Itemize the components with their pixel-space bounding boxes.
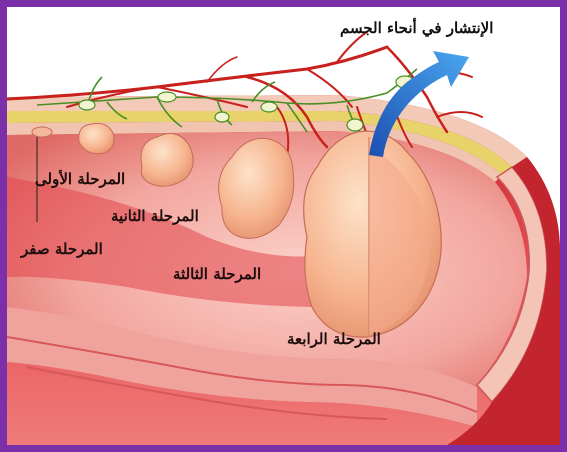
tumor-stage-1: [79, 123, 114, 153]
colon-cancer-stages-illustration: [7, 7, 560, 445]
tumor-stage-0: [32, 127, 52, 137]
tumor-stage-2: [141, 133, 193, 186]
stage-3-label: المرحلة الثالثة: [173, 265, 261, 283]
stage-2-label: المرحلة الثانية: [111, 207, 199, 225]
stage-0-label: المرحلة صفر: [21, 240, 103, 258]
stage-4-label: المرحلة الرابعة: [287, 330, 381, 348]
stage-1-label: المرحلة الأولى: [35, 170, 125, 188]
spread-label: الإنتشار في أنحاء الجسم: [340, 19, 493, 37]
